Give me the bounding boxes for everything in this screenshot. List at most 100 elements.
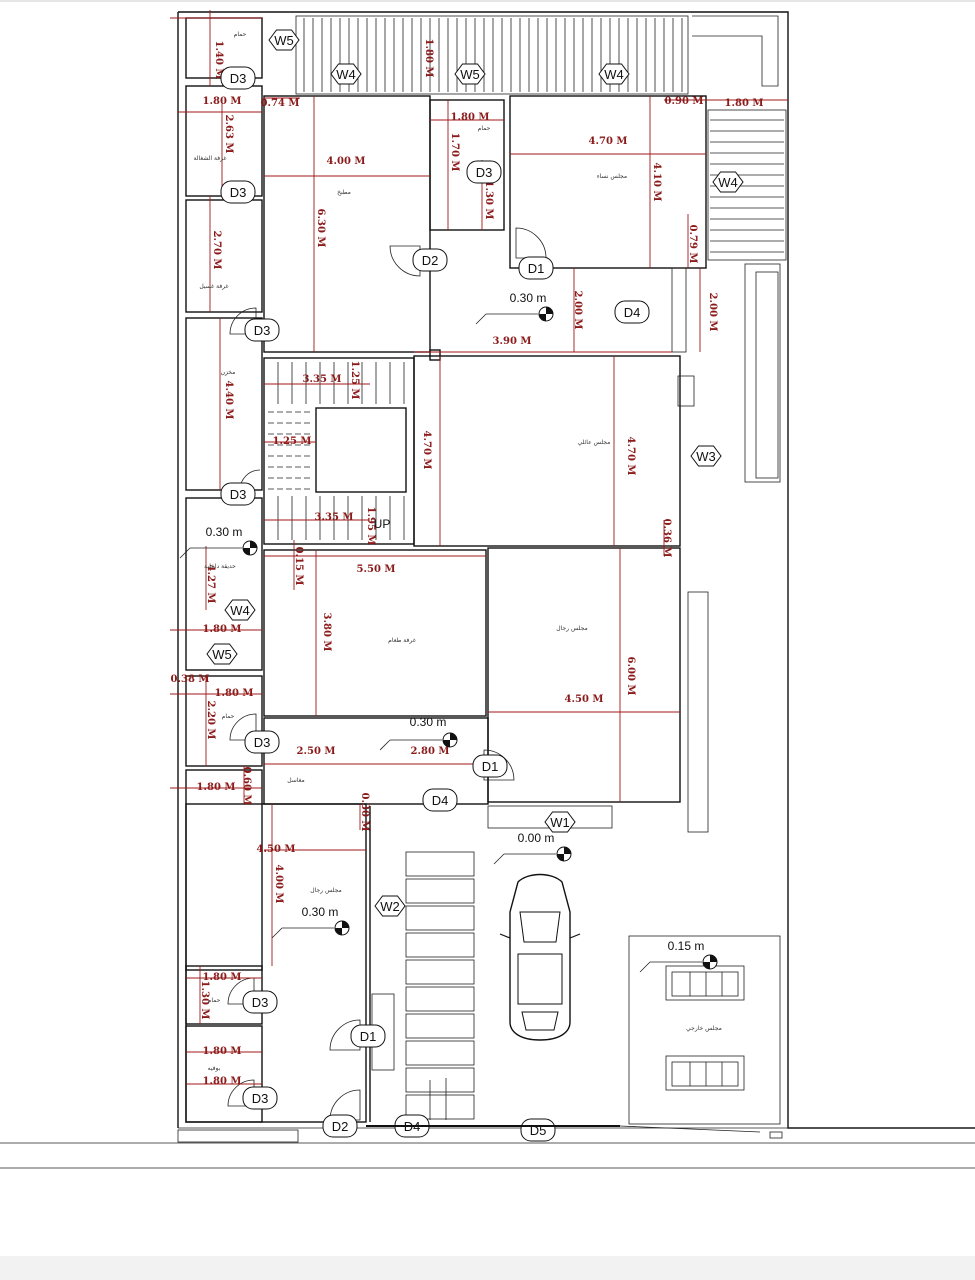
window-tag: W4 [330, 63, 362, 85]
dim-text: 1.95 M [365, 507, 376, 546]
dim-text: 1.80 M [725, 98, 764, 109]
dim-text: 2.63 M [223, 115, 234, 154]
dim-text: 4.70 M [589, 136, 628, 147]
parking-area [371, 851, 475, 1120]
dim-text: 4.00 M [273, 865, 284, 904]
plot-boundary [177, 11, 975, 1143]
dim-text: 2.50 M [297, 746, 336, 757]
door-tag-label: D2 [332, 1119, 349, 1134]
dim-text: 1.30 M [199, 981, 210, 1020]
dim-text: 0.36 M [661, 519, 672, 558]
bottom-bar [0, 1256, 975, 1280]
room-label: غرفة الشغالة [193, 155, 226, 162]
dim-text: 0.38 M [171, 674, 210, 685]
room-label: غرفة غسيل [199, 283, 228, 290]
dim-text: 6.30 M [315, 209, 326, 248]
door-tag-label: D3 [254, 323, 271, 338]
window-tag-label: W4 [230, 603, 250, 618]
dim-text: 3.35 M [315, 512, 354, 523]
dim-text: 0.30 M [359, 793, 370, 832]
level-label: 0.30 m [410, 715, 447, 729]
level-marker: 0.30 m [379, 715, 458, 751]
dim-text: 5.50 M [357, 564, 396, 575]
dim-text: 0.90 M [665, 96, 704, 107]
dimension-texts: 1.40 M 1.80 M 0.74 M 2.63 M 2.70 M 4.40 … [171, 39, 764, 1087]
dim-text: 1.80 M [203, 1076, 242, 1087]
room-label: مجلس رجال [556, 625, 587, 632]
dim-text: 1.80 M [203, 1046, 242, 1057]
dim-text: 4.00 M [327, 156, 366, 167]
level-marker: 0.00 m [493, 831, 572, 865]
walls [185, 17, 709, 1123]
car-icon [499, 873, 581, 1041]
level-marker: 0.30 m [271, 905, 350, 939]
dim-text: 1.80 M [423, 39, 434, 78]
planter-outer [744, 263, 781, 483]
door-tag-label: D4 [432, 793, 449, 808]
level-label: 0.15 m [668, 939, 705, 953]
top-pergola [295, 15, 779, 95]
gates [366, 1078, 761, 1133]
dim-text: 1.80 M [215, 688, 254, 699]
dim-text: 1.80 M [197, 782, 236, 793]
door-tag-label: D3 [230, 487, 247, 502]
door-tag-label: D3 [252, 1091, 269, 1106]
stair-up-label: UP [374, 517, 391, 531]
window-tag-label: W3 [696, 449, 716, 464]
dim-text: 4.10 M [651, 163, 662, 202]
door-tag: D1 [350, 1024, 386, 1048]
room-label: حمام [478, 125, 491, 132]
window-tag: W5 [454, 63, 486, 85]
dim-text: 1.40 M [213, 41, 224, 80]
window-tag-label: W5 [212, 647, 232, 662]
door-tag-label: D1 [360, 1029, 377, 1044]
door-tag: D2 [322, 1114, 358, 1138]
dim-text: 6.00 M [625, 657, 636, 696]
door-tag-label: D3 [254, 735, 271, 750]
door-tag-label: D4 [624, 305, 641, 320]
door-tag-label: D1 [482, 759, 499, 774]
window-tag-label: W1 [550, 815, 570, 830]
door-tag: D1 [518, 256, 554, 280]
door-tag: D3 [242, 990, 278, 1014]
dim-text: 0.79 M [687, 225, 698, 264]
door-tag: D4 [422, 788, 458, 812]
dim-text: 3.80 M [321, 613, 332, 652]
dim-text: 4.40 M [223, 381, 234, 420]
dim-text: 1.80 M [203, 972, 242, 983]
window-tag: W4 [712, 171, 744, 193]
dim-text: 4.27 M [205, 565, 216, 604]
window-tag-label: W2 [380, 899, 400, 914]
door-tag: D3 [220, 66, 256, 90]
dim-text: 1.30 M [483, 181, 494, 220]
window-tag: W1 [544, 811, 576, 833]
dim-text: 1.80 M [451, 112, 490, 123]
room-label: مخزن [221, 369, 236, 376]
dim-text: 2.00 M [707, 293, 718, 332]
window-tag: W4 [598, 63, 630, 85]
dim-text: 3.90 M [493, 336, 532, 347]
dim-text: 1.25 M [273, 436, 312, 447]
dim-text: 1.70 M [449, 133, 460, 172]
window-tag-label: W5 [460, 67, 480, 82]
window-tag-label: W4 [604, 67, 624, 82]
dim-text: 2.20 M [205, 701, 216, 740]
dim-text: 4.50 M [565, 694, 604, 705]
level-marker: 0.30 m [475, 291, 554, 325]
window-tag-label: W5 [274, 33, 294, 48]
level-label: 0.30 m [510, 291, 547, 305]
door-tag-label: D3 [230, 71, 247, 86]
door-tag: D1 [472, 754, 508, 778]
level-marker: 0.30 m [179, 525, 258, 559]
room-label: مجلس رجال [310, 887, 341, 894]
dim-text: 4.70 M [421, 431, 432, 470]
dimension-lines [170, 10, 788, 1085]
door-tag-label: D3 [230, 185, 247, 200]
window-tag: W5 [206, 643, 238, 665]
door-tag: D4 [614, 300, 650, 324]
door-tag-label: D3 [476, 165, 493, 180]
room-labels: حمام غرفة الشغالة غرفة غسيل مخزن مطبخ حم… [193, 31, 721, 1072]
door-tag: D3 [242, 1086, 278, 1110]
